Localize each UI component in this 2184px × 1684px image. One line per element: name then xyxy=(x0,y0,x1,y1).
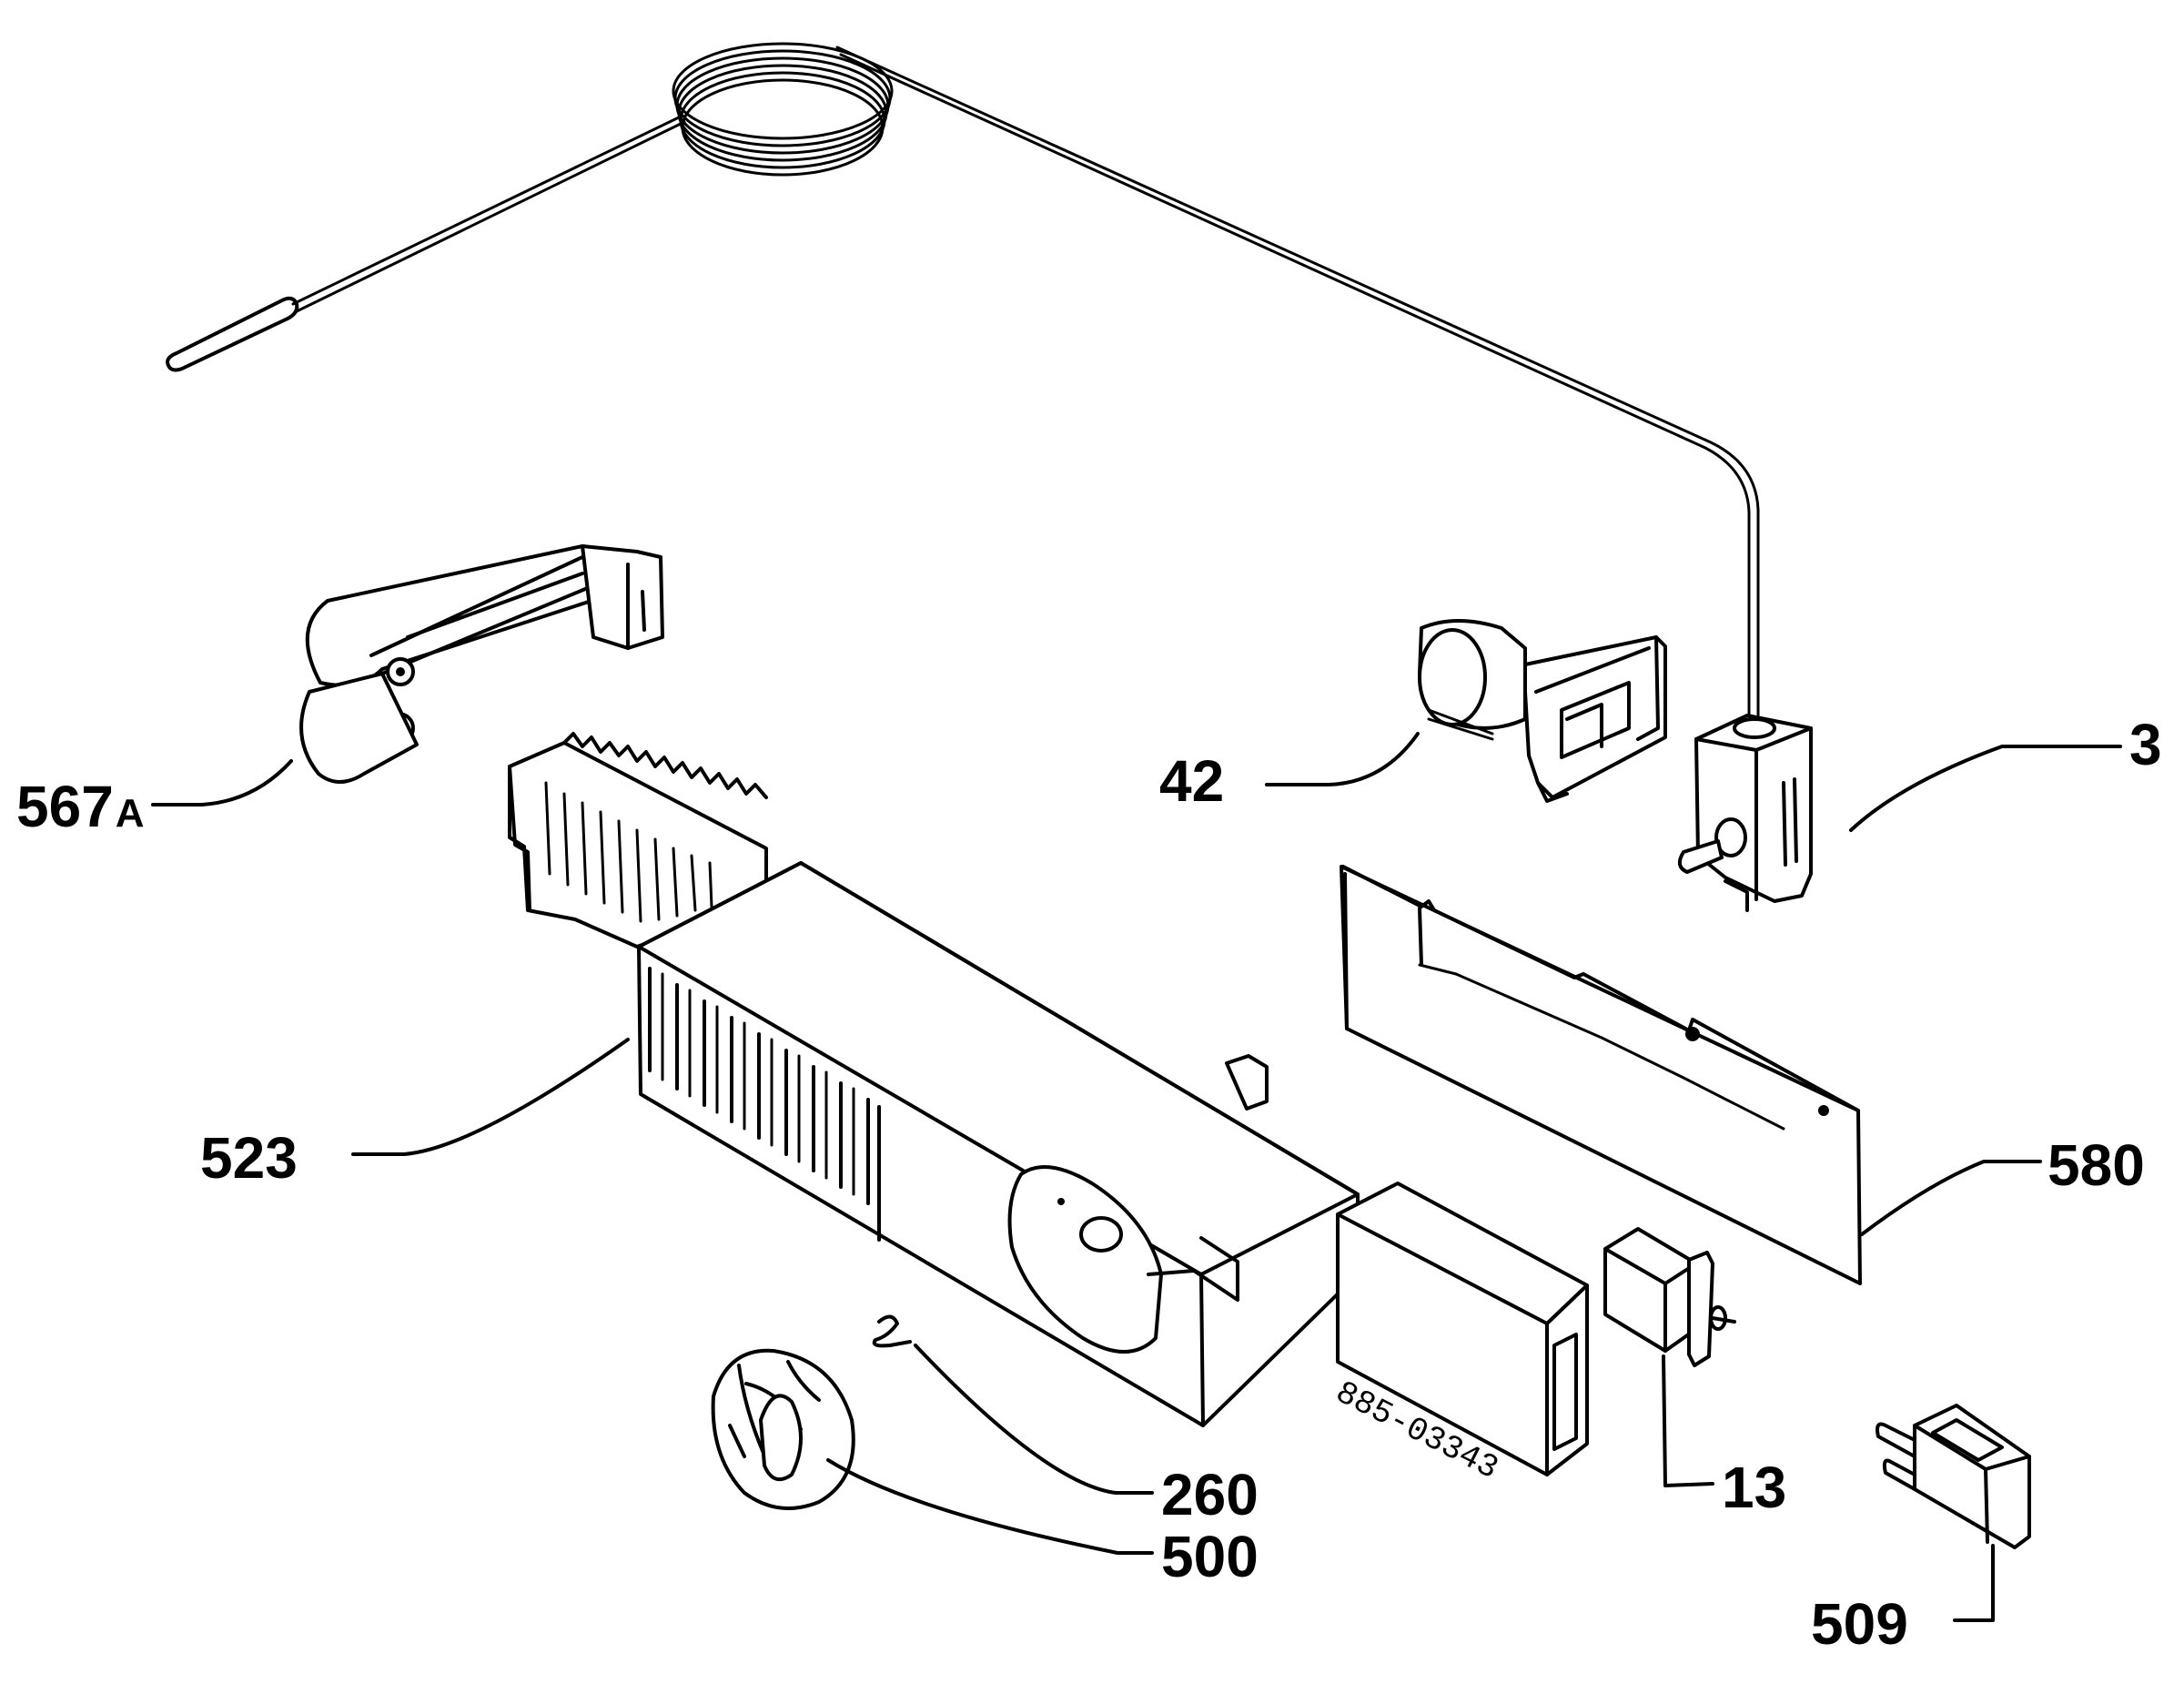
spring-clip-260 xyxy=(872,1314,912,1348)
callout-labels: 567A 42 3 523 580 13 260 500 509 xyxy=(16,712,2162,1657)
callout-13: 13 xyxy=(1722,1455,1786,1520)
callout-567a: 567A xyxy=(16,774,145,839)
leader-lines xyxy=(151,732,2122,1622)
callout-580: 580 xyxy=(2048,1132,2145,1198)
lamp-cover-block: 885-03343 xyxy=(1330,1182,1589,1487)
thermostat-3 xyxy=(1677,714,1813,912)
panel-strip-580 xyxy=(1340,865,1862,1285)
clip-509 xyxy=(1876,1404,2031,1549)
bracket-arm-567a xyxy=(299,544,664,784)
capillary-tube xyxy=(166,42,1760,721)
callout-3: 3 xyxy=(2129,712,2162,777)
callout-260: 260 xyxy=(1161,1462,1259,1527)
knob-500 xyxy=(711,1348,855,1511)
switch-13 xyxy=(1603,1227,1736,1367)
callout-500: 500 xyxy=(1161,1524,1259,1589)
main-housing-523 xyxy=(508,732,1360,1427)
lamp-holder-42 xyxy=(1418,619,1667,803)
callout-523: 523 xyxy=(200,1125,298,1191)
callout-42: 42 xyxy=(1159,748,1224,814)
callout-509: 509 xyxy=(1811,1591,1908,1657)
